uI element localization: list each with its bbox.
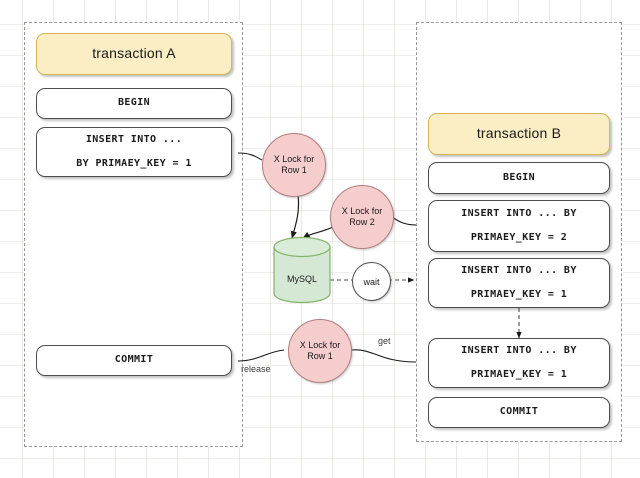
transaction-b-step-insert-2: INSERT INTO ... BY PRIMAEY_KEY = 2 (428, 200, 610, 252)
step-line: INSERT INTO ... BY (461, 345, 577, 356)
lock-line: Row 1 (307, 351, 333, 361)
step-line: INSERT INTO ... BY (461, 265, 577, 276)
wait-label: wait (363, 276, 380, 287)
step-line: PRIMAEY_KEY = 2 (470, 231, 568, 243)
step-line: COMMIT (114, 354, 154, 366)
lock-line: Row 1 (281, 165, 307, 175)
edge-label-get: get (378, 336, 391, 346)
transaction-b-header: transaction B (428, 113, 610, 155)
lock-line: X Lock for (273, 153, 315, 164)
step-line: INSERT INTO ... (85, 134, 183, 145)
step-line: PRIMAEY_KEY = 1 (470, 368, 568, 380)
wait-node: wait (352, 262, 391, 301)
step-line: BY PRIMAEY_KEY = 1 (76, 157, 192, 169)
step-line: BEGIN (502, 171, 536, 183)
transaction-a-header-label: transaction A (92, 45, 176, 62)
lock-bubble-row1-bottom: X Lock for Row 1 (288, 319, 352, 383)
lock-line: X Lock for (299, 339, 341, 350)
step-line: BEGIN (117, 97, 151, 109)
lock-line: Row 2 (349, 217, 375, 227)
transaction-a-step-insert-1: INSERT INTO ... BY PRIMAEY_KEY = 1 (36, 127, 232, 177)
transaction-b-step-begin: BEGIN (428, 162, 610, 194)
database-icon (273, 236, 331, 304)
transaction-a-step-begin: BEGIN (36, 88, 232, 119)
edge-label-release: release (241, 364, 271, 374)
transaction-b-step-commit: COMMIT (428, 397, 610, 428)
step-line: COMMIT (499, 406, 539, 418)
step-line: PRIMAEY_KEY = 1 (470, 288, 568, 300)
lock-bubble-row1-top: X Lock for Row 1 (262, 133, 326, 197)
lock-line: X Lock for (341, 205, 383, 216)
transaction-b-step-insert-1a: INSERT INTO ... BY PRIMAEY_KEY = 1 (428, 258, 610, 308)
lock-bubble-row2: X Lock for Row 2 (330, 185, 394, 249)
mysql-database-cylinder: MySQL (272, 236, 332, 304)
transaction-b-header-label: transaction B (476, 125, 562, 142)
step-line: INSERT INTO ... BY (461, 208, 577, 219)
transaction-a-header: transaction A (36, 33, 232, 75)
transaction-a-step-commit: COMMIT (36, 345, 232, 376)
transaction-b-step-insert-1b: INSERT INTO ... BY PRIMAEY_KEY = 1 (428, 338, 610, 388)
